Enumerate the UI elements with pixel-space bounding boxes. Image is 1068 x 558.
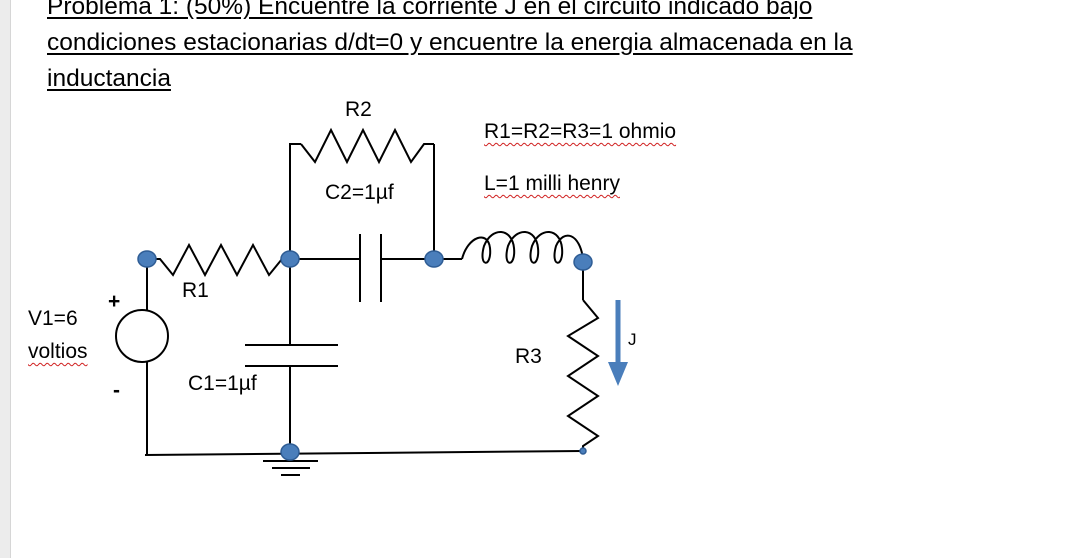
problem-statement: Problema 1: (50%) Encuentre la corriente… — [47, 0, 1027, 97]
c2-label: C2=1µf — [325, 181, 394, 204]
window-edge — [0, 0, 11, 558]
r3-label: R3 — [515, 345, 542, 368]
problem-line-1: Problema 1: (50%) Encuentre la corriente… — [47, 0, 813, 20]
minus-sign: - — [113, 379, 120, 402]
c1-label: C1=1µf — [188, 372, 257, 395]
v1-label: V1=6 — [28, 307, 78, 330]
r2-resistor — [300, 127, 434, 165]
resistance-values: R1=R2=R3=1 ohmio — [484, 120, 677, 143]
r3-resistor — [566, 299, 600, 451]
node-junction — [280, 250, 300, 268]
voltage-source — [115, 309, 169, 363]
inductor-coil — [461, 231, 584, 264]
r2-label: R2 — [345, 98, 372, 121]
node-v1-top — [137, 250, 157, 268]
r1-label: R1 — [182, 279, 209, 302]
ground-symbol — [263, 460, 318, 476]
current-label: J — [628, 330, 637, 349]
current-arrow — [608, 300, 628, 386]
v1-unit-label: voltios — [28, 340, 88, 363]
node-ground — [280, 443, 300, 461]
node-inductor-right — [573, 253, 593, 271]
node-r3-bottom — [579, 447, 587, 455]
problem-line-3: inductancia — [47, 65, 171, 92]
problem-line-2: condiciones estacionarias d/dt=0 y encue… — [47, 29, 853, 56]
plus-sign: + — [108, 290, 121, 313]
inductance-value: L=1 milli henry — [484, 172, 620, 195]
r1-resistor — [147, 242, 290, 278]
bottom-wire — [144, 450, 584, 456]
r2-left-wire — [289, 143, 301, 259]
node-c2-right — [424, 250, 444, 268]
